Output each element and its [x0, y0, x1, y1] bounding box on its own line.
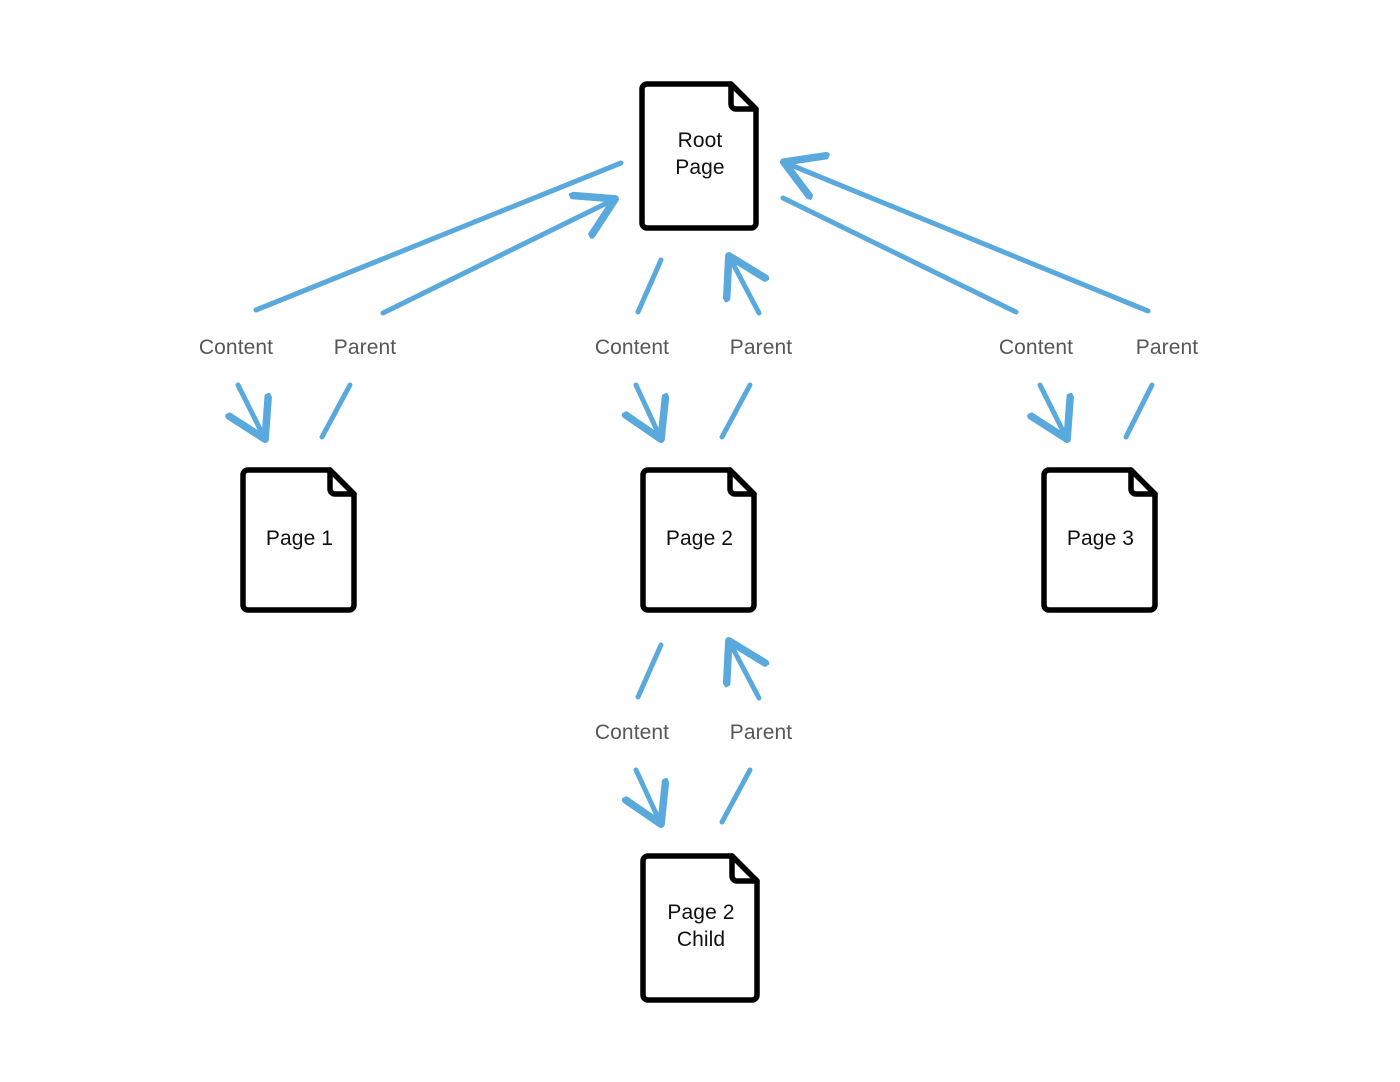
edge-label-right-content: Content [998, 336, 1074, 359]
edge-label-child-content: Content [594, 721, 670, 744]
edge-root-content-page1-upper [253, 160, 624, 313]
edge-root-content-page3-upper [780, 195, 1019, 315]
edge-root-content-page3-lower [1040, 382, 1066, 437]
document-icon [640, 467, 757, 613]
node-page-2-child[interactable]: Page 2 Child [640, 851, 762, 1003]
document-icon [640, 853, 760, 1003]
node-root-page[interactable]: Root Page [639, 79, 761, 231]
document-icon [240, 467, 357, 613]
node-page-3[interactable]: Page 3 [1041, 465, 1160, 613]
edge-label-mid-parent: Parent [729, 336, 793, 359]
edge-child-parent-page2-upper [730, 643, 759, 701]
edge-page1-parent-root-upper [380, 200, 613, 316]
document-icon [639, 81, 759, 231]
edge-label-left-parent: Parent [333, 336, 397, 359]
edge-label-child-parent: Parent [729, 721, 793, 744]
document-icon [1041, 467, 1158, 613]
edge-page2-content-child-upper [635, 642, 664, 700]
edge-label-mid-content: Content [594, 336, 670, 359]
edge-page3-parent-root-upper [786, 163, 1151, 314]
edge-label-left-content: Content [198, 336, 274, 359]
edge-child-parent-page2-lower [719, 767, 753, 825]
edge-page2-content-child-lower [636, 767, 660, 822]
node-page-1[interactable]: Page 1 [240, 465, 359, 613]
node-page-2[interactable]: Page 2 [640, 465, 759, 613]
edge-page3-parent-root-lower [1123, 382, 1155, 440]
edge-root-content-page1-lower [238, 382, 264, 437]
edge-root-content-page2-lower [636, 382, 660, 437]
edge-page1-parent-root-lower [319, 382, 353, 440]
edge-page2-parent-root-lower [719, 382, 753, 440]
edge-page2-parent-root-upper [730, 258, 759, 316]
edge-root-content-page2-upper [635, 257, 664, 315]
edge-label-right-parent: Parent [1135, 336, 1199, 359]
